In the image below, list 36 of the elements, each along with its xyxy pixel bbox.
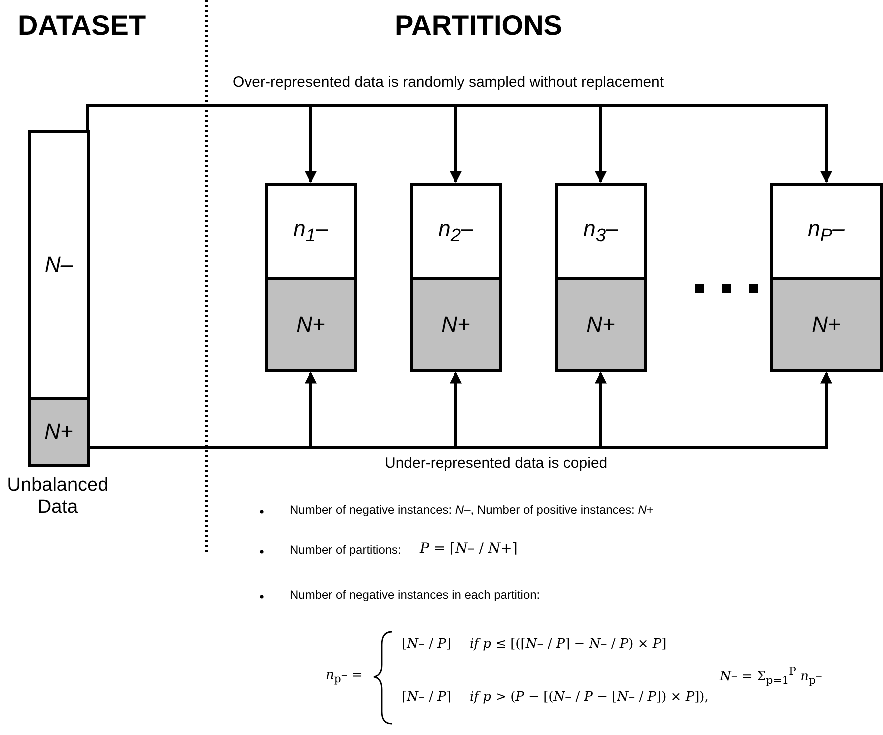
section-heading: PARTITIONS [395, 10, 562, 42]
caption: Over-represented data is randomly sampled without replacement [233, 74, 664, 91]
data-block [265, 277, 357, 372]
note: Number of partitions: [290, 543, 402, 557]
block-label: N+ [44, 419, 74, 445]
data-block [555, 277, 647, 372]
data-block [28, 130, 90, 400]
note: Number of negative instances: N–, Number of positive instances: N+ [290, 503, 654, 517]
caption: Under-represented data is copied [385, 455, 608, 472]
caption: Unbalanced Data [6, 475, 110, 519]
data-block [770, 277, 883, 372]
block-label: N+ [442, 312, 470, 338]
data-block [555, 183, 647, 280]
block-label: N+ [812, 312, 841, 338]
formula: P = ⌈N– / N+⌉ [420, 541, 518, 557]
data-block [410, 277, 502, 372]
formula: if p > (P − [(N– / P − ⌊N– / P⌋) × P]), [470, 690, 709, 705]
block-label: n$_{1}$– [294, 216, 328, 247]
formula: ⌈N– / P⌉ [402, 690, 452, 705]
data-block [28, 397, 90, 467]
formula: ⌊N– / P⌋ [402, 637, 452, 652]
arrow [86, 104, 832, 184]
block-label: n$_{P}$– [808, 216, 845, 247]
block-label: n$_{2}$– [438, 216, 474, 247]
formula: if p ≤ [(⌈N– / P⌉ − N– / P) × P] [470, 637, 667, 652]
data-block [265, 183, 357, 280]
data-block [770, 183, 883, 280]
section-heading: DATASET [18, 10, 146, 42]
block-label: N+ [296, 312, 326, 338]
note: Number of negative instances in each partition: [290, 588, 540, 602]
block-label: N– [44, 252, 74, 278]
block-label: N+ [586, 312, 616, 338]
data-block [410, 183, 502, 280]
block-label: n$_{3}$– [584, 216, 618, 247]
formula: n$_{p}$– = [326, 668, 363, 686]
formula: N– = Σ$_{p=1}$$^{P}$ n$_{p}$– [720, 665, 822, 687]
